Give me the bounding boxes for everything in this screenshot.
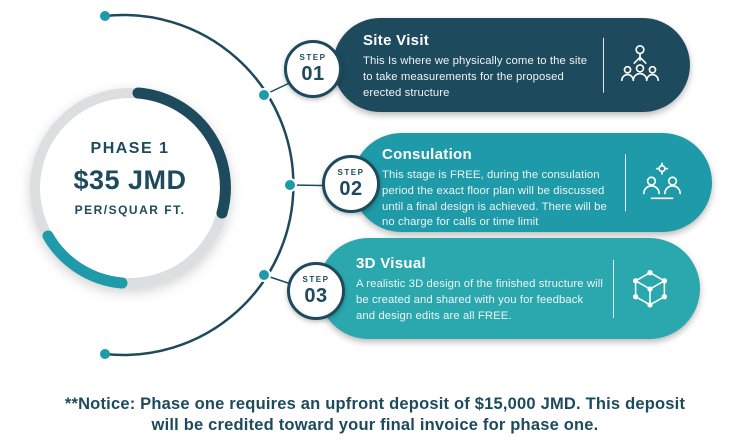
- phase-unit: PER/SQUAR FT.: [74, 203, 186, 217]
- step-badge-02: STEP 02: [322, 155, 380, 213]
- step-card-consulation: Consulation This stage is FREE, during t…: [352, 133, 712, 232]
- arc-step-dot-3: [257, 268, 271, 282]
- step-badge-03: STEP 03: [287, 262, 345, 320]
- ring-accent-teal: [42, 230, 128, 289]
- card-divider: [625, 153, 626, 212]
- survey-team-icon: [612, 40, 668, 90]
- badge-step-number: 02: [339, 177, 363, 200]
- notice-text: **Notice: Phase one requires an upfront …: [64, 395, 686, 435]
- phase-title: PHASE 1: [90, 140, 170, 157]
- step-description: A realistic 3D design of the finished st…: [356, 278, 603, 322]
- consultation-icon: [634, 158, 690, 208]
- phase-circle: PHASE 1 $35 JMD PER/SQUAR FT.: [40, 140, 220, 217]
- arc-step-dot-2: [283, 178, 297, 192]
- step-title: Consulation: [382, 146, 472, 163]
- card-divider: [603, 37, 604, 93]
- step-badge-01: STEP 01: [284, 40, 342, 98]
- step-description: This Is where we physically come to the …: [363, 55, 588, 99]
- step-card-3d-visual: 3D Visual A realistic 3D design of the f…: [318, 238, 700, 339]
- badge-step-label: STEP: [302, 274, 330, 284]
- arc-endpoint-dot-bottom: [100, 349, 110, 359]
- cube-3d-icon: [622, 264, 678, 314]
- step-title: 3D Visual: [356, 255, 426, 272]
- step-title: Site Visit: [363, 32, 430, 49]
- badge-step-label: STEP: [337, 167, 365, 177]
- card-divider: [613, 259, 614, 318]
- step-description: This stage is FREE, during the consulati…: [382, 169, 607, 229]
- arc-step-dot-1: [257, 88, 271, 102]
- badge-step-number: 01: [301, 62, 325, 85]
- badge-step-label: STEP: [299, 52, 327, 62]
- badge-step-number: 03: [304, 284, 328, 307]
- step-card-site-visit: Site Visit This Is where we physically c…: [333, 18, 690, 112]
- phase-price: $35 JMD: [73, 165, 187, 195]
- arc-endpoint-dot-top: [100, 11, 110, 21]
